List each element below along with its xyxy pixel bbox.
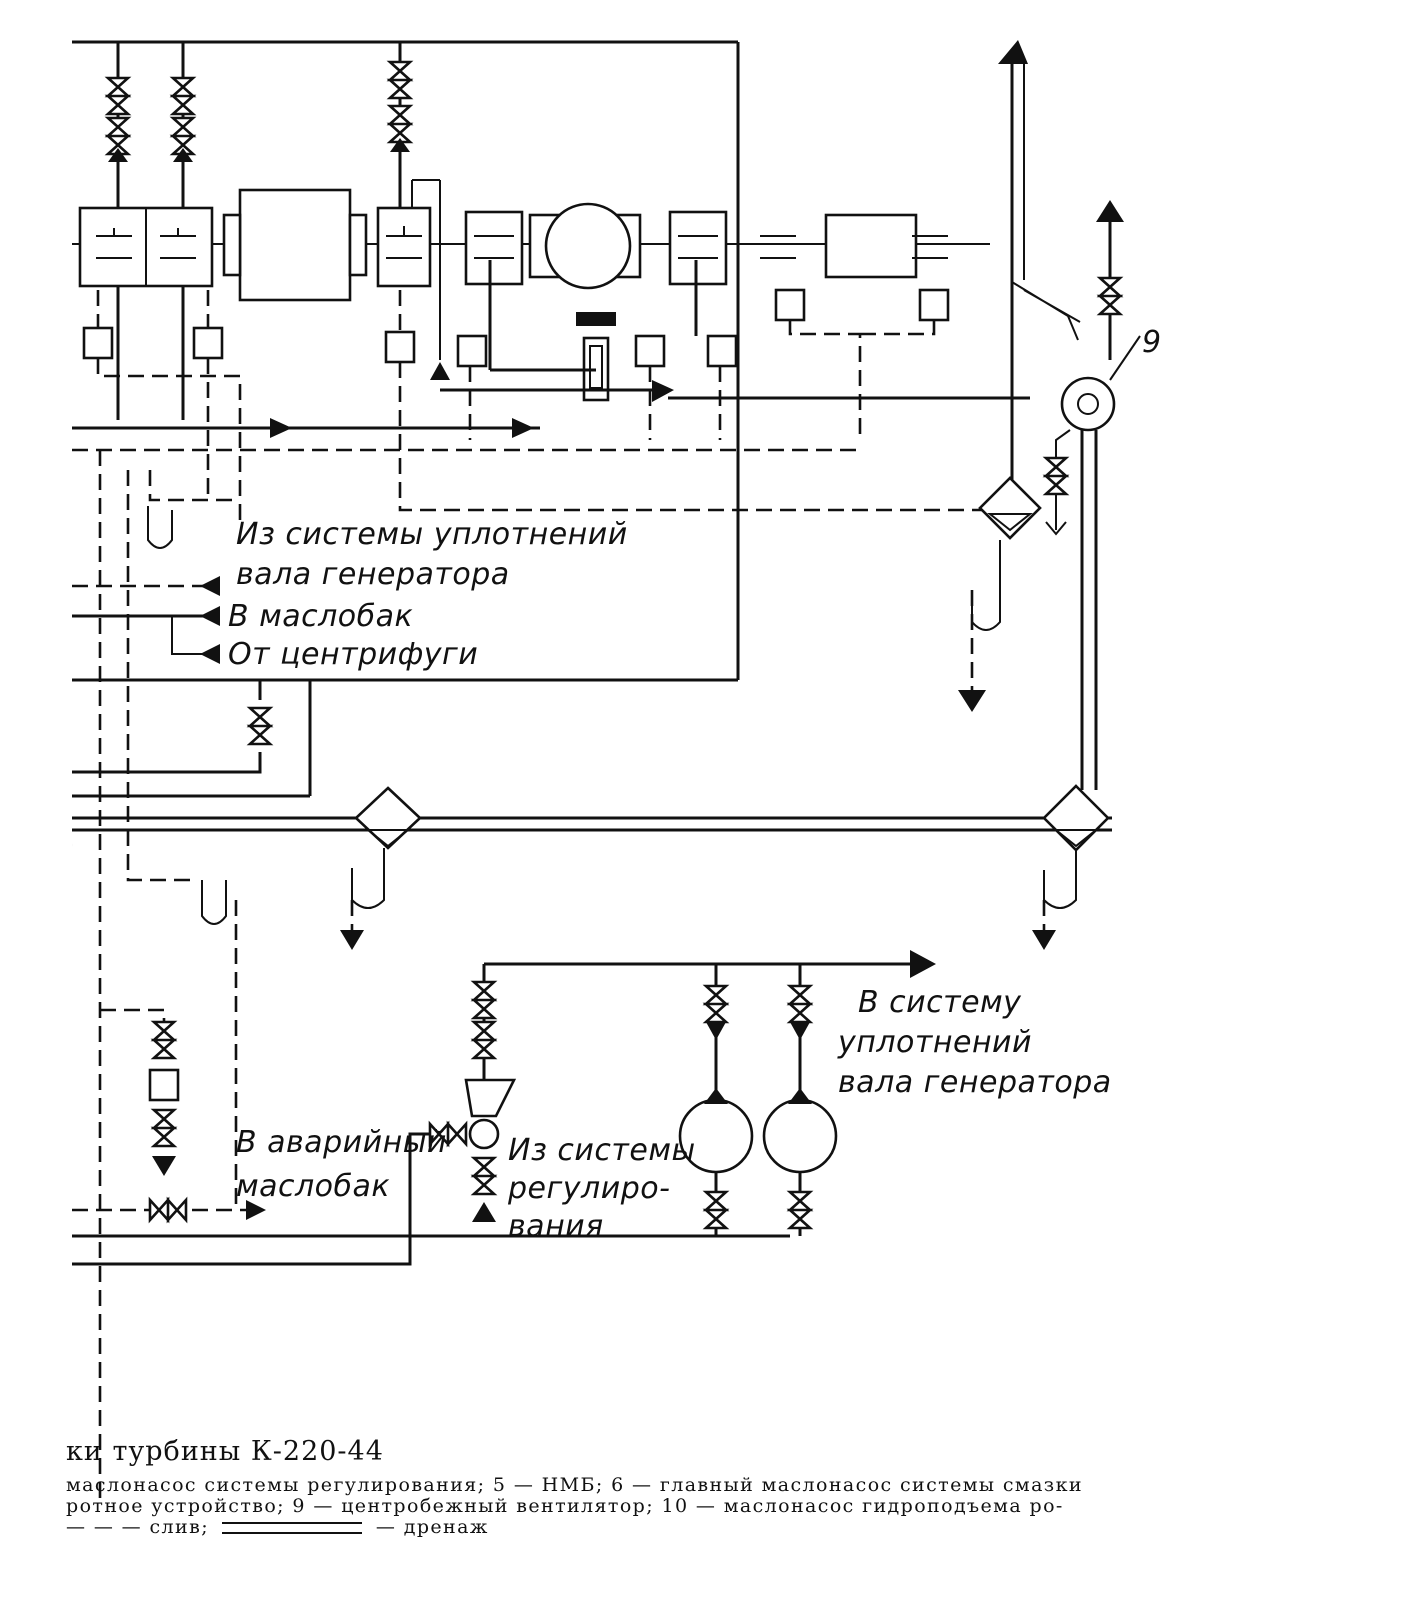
label-to-seals-1: В систему <box>858 985 1022 1020</box>
label-from-regulation-3: вания <box>508 1209 604 1244</box>
figure-caption: ки турбины К-220-44 маслонасос системы р… <box>66 1436 1406 1538</box>
label-emergency-2: маслобак <box>236 1169 390 1204</box>
drain-lines <box>72 290 990 1500</box>
label-from-regulation-1: Из системы <box>508 1133 696 1168</box>
pumps <box>678 964 838 1236</box>
bottom-headers <box>72 950 936 1266</box>
top-valves <box>106 60 412 162</box>
flow-regulators <box>82 288 950 402</box>
caption-title: ки турбины К-220-44 <box>66 1436 384 1467</box>
vent-system: 9 <box>958 40 1161 790</box>
label-to-seals-2: уплотнений <box>837 1025 1032 1060</box>
label-from-seals-2: вала генератора <box>236 557 510 592</box>
supply-lines <box>72 260 1030 438</box>
label-emergency-1: В аварийный <box>236 1125 447 1160</box>
caption-line-2: ротное устройство; 9 — центробежный вент… <box>66 1495 1064 1517</box>
drainage-line-symbol <box>222 1522 363 1534</box>
label-to-seals-3: вала генератора <box>838 1065 1112 1100</box>
caption-drain-legend: — — — слив; <box>66 1516 209 1538</box>
emergency-circuit <box>72 1008 266 1222</box>
turbine-train <box>78 188 948 302</box>
label-from-regulation-2: регулиро- <box>507 1171 670 1206</box>
diagram-labels: Из системы уплотнений вала генератора В … <box>228 517 1112 1244</box>
label-from-centrifuge: От центрифуги <box>228 637 478 672</box>
injector <box>464 964 517 1222</box>
middle-pipework <box>72 680 1112 950</box>
caption-line-1: маслонасос системы регулирования; 5 — НМ… <box>66 1474 1083 1496</box>
incoming-arrows <box>72 576 220 664</box>
caption-drainage-legend: — дренаж <box>375 1516 489 1538</box>
label-from-seals-1: Из системы уплотнений <box>236 517 628 552</box>
label-to-oil-tank: В маслобак <box>228 599 413 634</box>
caption-line-3: — — — слив; — дренаж <box>66 1517 1406 1538</box>
label-item-9: 9 <box>1142 325 1161 360</box>
